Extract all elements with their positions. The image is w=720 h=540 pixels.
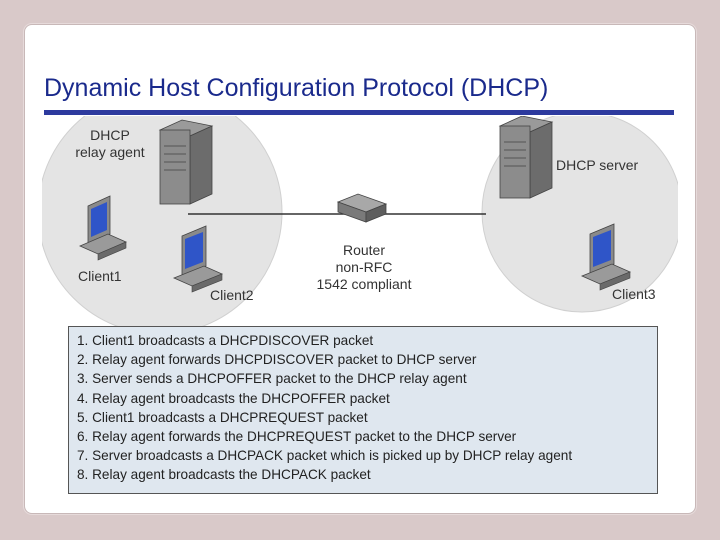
client1-label: Client1	[78, 268, 122, 284]
step-item: 3. Server sends a DHCPOFFER packet to th…	[77, 371, 467, 387]
dhcp-server-icon	[498, 116, 554, 199]
slide-title: Dynamic Host Configuration Protocol (DHC…	[44, 74, 549, 102]
step-item: 8. Relay agent broadcasts the DHCPACK pa…	[77, 467, 371, 483]
step-item: 5. Client1 broadcasts a DHCPREQUEST pack…	[77, 409, 368, 425]
relay-agent-server-icon	[158, 119, 214, 205]
router-label: Router non-RFC 1542 compliant	[298, 242, 430, 293]
client3-computer-icon	[580, 223, 632, 291]
relay-agent-label: DHCP relay agent	[64, 127, 156, 161]
step-item: 6. Relay agent forwards the DHCPREQUEST …	[77, 429, 517, 445]
step-item: 1. Client1 broadcasts a DHCPDISCOVER pac…	[77, 333, 374, 348]
client2-computer-icon	[172, 225, 224, 293]
router-icon	[336, 193, 388, 223]
client1-computer-icon	[79, 195, 127, 261]
router-label-line2: non-RFC	[335, 259, 393, 275]
router-label-line3: 1542 compliant	[316, 276, 412, 292]
network-diagram	[42, 116, 678, 335]
title-underline	[44, 110, 674, 115]
step-item: 7. Server broadcasts a DHCPACK packet wh…	[77, 448, 573, 464]
relay-agent-label-line1: DHCP	[90, 127, 130, 143]
dhcp-server-label: DHCP server	[556, 157, 639, 173]
step-item: 4. Relay agent broadcasts the DHCPOFFER …	[77, 390, 390, 406]
client2-label: Client2	[210, 287, 254, 303]
client3-label: Client3	[612, 286, 656, 302]
step-item: 2. Relay agent forwards DHCPDISCOVER pac…	[77, 352, 477, 368]
relay-agent-label-line2: relay agent	[75, 144, 145, 160]
router-label-line1: Router	[342, 242, 386, 258]
dhcp-steps-panel: 1. Client1 broadcasts a DHCPDISCOVER pac…	[68, 326, 658, 494]
